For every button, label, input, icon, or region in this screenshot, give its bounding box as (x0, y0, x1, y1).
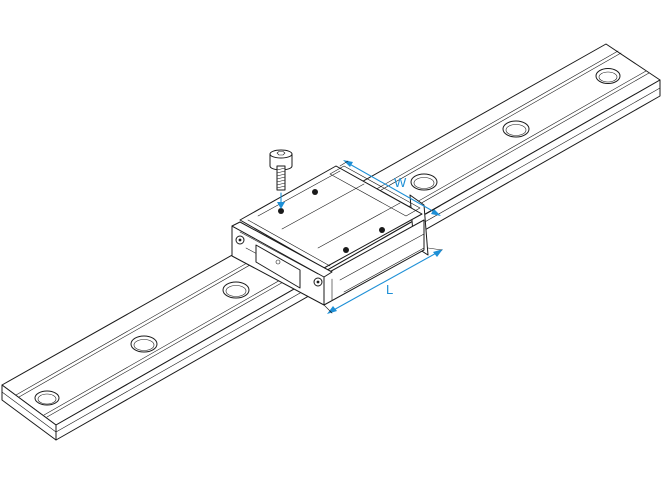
length-label: L (386, 282, 393, 297)
rail-mounting-holes (34, 68, 621, 406)
block-top-hole-2 (312, 189, 318, 195)
dimension-length: L (323, 247, 443, 314)
rail-hole-1-inner (37, 393, 57, 405)
top-chamfer-line-2 (281, 183, 365, 230)
width-extension-1 (339, 160, 349, 167)
rail-hole-6 (595, 68, 621, 84)
block-side-face (323, 219, 425, 306)
front-screw-right-center (316, 280, 320, 284)
rail-hole-5 (502, 120, 530, 138)
screw-threads (276, 167, 286, 189)
rail-end-chamfer (1, 391, 57, 433)
block-top-hole-3 (343, 247, 349, 253)
width-label: W (394, 175, 407, 190)
top-chamfer-line-5 (335, 165, 413, 209)
rail-hole-3-inner (225, 285, 247, 297)
top-chamfer-line-4 (247, 219, 331, 267)
screw-hex-socket (276, 151, 286, 156)
cap-screw (269, 149, 293, 209)
rail-hole-4 (410, 173, 438, 191)
top-end-plate-rear (329, 165, 421, 217)
side-line-1 (339, 233, 425, 281)
rail-hole-5-inner (505, 124, 527, 136)
length-extension-2 (427, 247, 443, 251)
screw-head-top (269, 149, 293, 159)
rail-hole-1 (34, 390, 60, 406)
rail-hole-2-inner (133, 339, 155, 351)
side-line-2 (343, 247, 425, 293)
dimension-width: W (339, 160, 441, 216)
length-extension-1 (323, 304, 333, 314)
front-end-plate (231, 221, 333, 278)
length-dimension-line (329, 250, 441, 313)
width-dimension-line (345, 161, 439, 215)
rail-slot (255, 244, 301, 289)
rail-hole-3 (222, 281, 250, 299)
length-arrowhead-end (433, 249, 443, 257)
front-screw-left-center (238, 238, 242, 242)
front-center-mark (275, 259, 281, 265)
rail-hole-6-inner (598, 71, 618, 83)
top-chamfer-line-3 (317, 202, 401, 249)
width-arrowhead-start (343, 160, 353, 167)
length-arrowhead-start (327, 306, 337, 314)
rail-hole-2 (130, 335, 158, 353)
front-line-1 (239, 231, 319, 275)
block-top-hole-1 (278, 208, 284, 214)
screw-insert-arrowhead (277, 202, 285, 209)
block-top-hole-4 (379, 227, 385, 233)
rail-hole-4-inner (413, 177, 435, 189)
carriage-block (231, 165, 429, 306)
width-arrowhead-end (431, 209, 441, 216)
top-chamfer-line-1 (257, 170, 341, 217)
width-extension-2 (425, 205, 441, 215)
